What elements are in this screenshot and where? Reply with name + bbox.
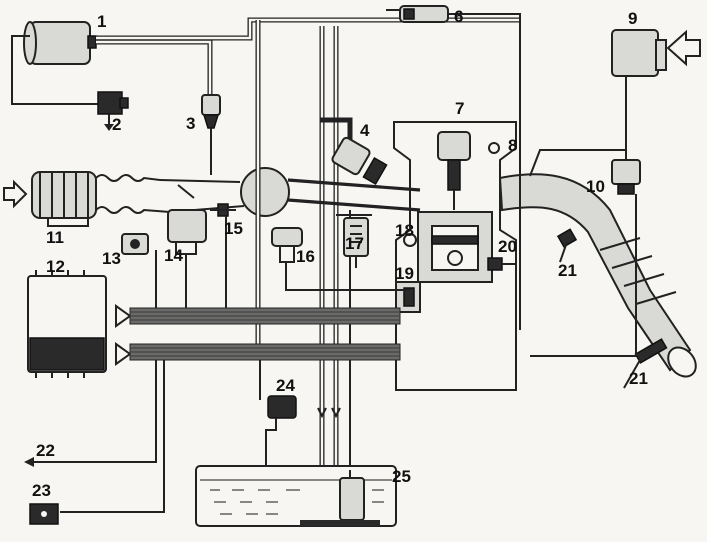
label-6: 6 (454, 7, 464, 26)
component-20-temp-sensor (487, 257, 516, 271)
component-12-ecu (27, 270, 107, 378)
component-3-valve (201, 94, 221, 175)
label-16: 16 (296, 247, 315, 266)
component-16-pressure-regulator (271, 227, 303, 272)
label-24: 24 (276, 376, 295, 395)
intake-plenum (240, 167, 290, 217)
component-18-knock-sensor (403, 233, 417, 247)
component-7-spark-plug (437, 131, 471, 210)
wiring-harness (115, 304, 401, 366)
engine-block (393, 121, 517, 391)
component-9-module (611, 29, 701, 160)
component-10-sensor (529, 149, 641, 195)
air-inlet-arrow (3, 179, 28, 209)
component-25-fuel-tank (195, 465, 397, 527)
component-15-sensor (210, 203, 236, 217)
label-14: 14 (164, 246, 183, 265)
wire-16 (285, 272, 410, 291)
component-1-canister (23, 21, 97, 65)
label-9: 9 (628, 9, 638, 28)
wire-6 (448, 13, 521, 330)
component-23-diagnostic-connector (29, 503, 59, 525)
label-1: 1 (97, 12, 107, 31)
label-17: 17 (345, 234, 364, 253)
component-17-fuel-filter (336, 214, 372, 268)
label-19: 19 (395, 264, 414, 283)
component-19-sensor (403, 287, 415, 307)
line-1-to-2 (11, 35, 100, 105)
intake-runner (287, 178, 421, 212)
label-20: 20 (498, 237, 517, 256)
component-21-oxygen-sensor-lower (623, 338, 668, 389)
label-3: 3 (186, 114, 196, 133)
label-18: 18 (395, 221, 414, 240)
component-21-oxygen-sensor-upper (556, 228, 578, 263)
component-24-fuel-pump-relay (265, 395, 297, 466)
wire-22 (30, 360, 157, 463)
throttle-flap (177, 184, 195, 199)
wire-10 (530, 194, 637, 357)
label-25: 25 (392, 467, 411, 486)
label-8: 8 (508, 136, 518, 155)
component-11-air-filter (31, 171, 97, 227)
label-2: 2 (112, 115, 122, 134)
pipe-1-to-3 (96, 39, 213, 95)
label-4: 4 (360, 121, 370, 140)
label-23: 23 (32, 481, 51, 500)
label-13: 13 (102, 249, 121, 268)
component-8-sensor (488, 142, 500, 154)
label-12: 12 (46, 257, 65, 276)
label-21-lower: 21 (629, 369, 648, 388)
label-21-upper: 21 (558, 261, 577, 280)
label-15: 15 (224, 219, 243, 238)
exhaust-pipe (498, 173, 697, 378)
label-10: 10 (586, 177, 605, 196)
component-2-sensor (97, 91, 129, 131)
component-14-throttle-body (167, 209, 207, 268)
label-22: 22 (36, 441, 55, 460)
component-13-sensor (121, 233, 149, 255)
wire-23 (60, 360, 165, 513)
component-4-injector (320, 117, 388, 186)
label-7: 7 (455, 99, 465, 118)
label-11: 11 (46, 228, 64, 247)
